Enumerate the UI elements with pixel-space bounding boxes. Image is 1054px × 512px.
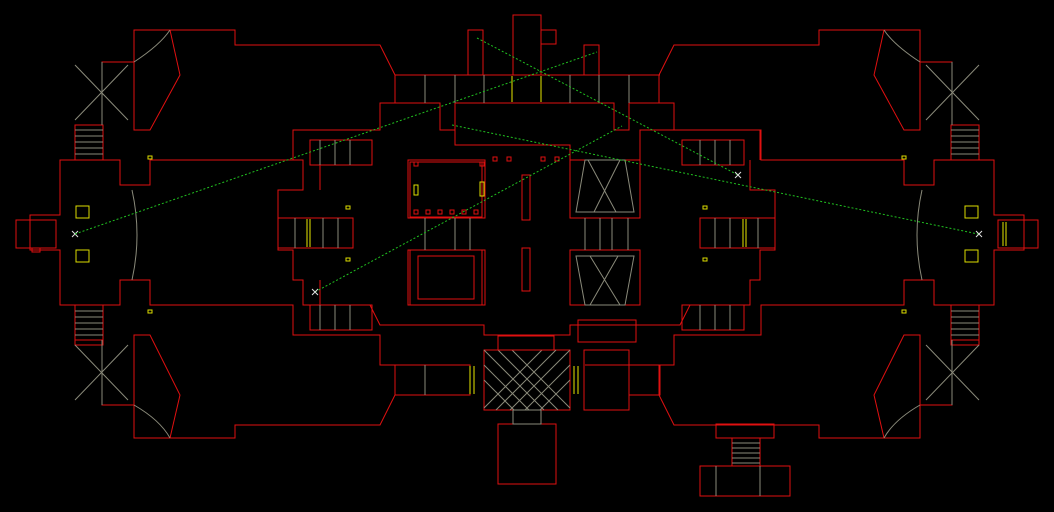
central-hall-inner xyxy=(319,159,486,306)
right-wing xyxy=(658,29,1039,439)
center-left-stair-room-inner xyxy=(417,255,475,300)
right-item-box-top xyxy=(964,205,979,219)
hall-left-room-top-steps xyxy=(319,140,351,165)
left-wing xyxy=(15,29,396,439)
top-tower xyxy=(512,14,542,76)
left-lower-stairs xyxy=(74,304,104,346)
center-right-bottom-crossing xyxy=(575,255,635,306)
top-corridor-door xyxy=(511,76,542,102)
top-left-pillar xyxy=(467,29,484,76)
teleport-line-c xyxy=(451,124,979,235)
bottom-exit-inner xyxy=(715,466,761,496)
hall-left-item-a xyxy=(345,205,351,210)
left-lower-stair-steps xyxy=(75,310,103,336)
hall-left-door-block xyxy=(277,217,354,249)
bottom-right-small xyxy=(577,319,637,343)
hall-left-room-top xyxy=(309,139,373,166)
mid-right-x-icon xyxy=(734,171,742,179)
left-upper-stair-steps xyxy=(75,129,103,155)
mid-left-x-icon xyxy=(311,288,319,296)
center-pillar-upper xyxy=(521,174,531,221)
center-left-chamber xyxy=(409,161,483,218)
center-right-bottom-room xyxy=(569,249,641,306)
hall-right-room-bottom-steps xyxy=(699,305,731,330)
central-complex xyxy=(277,14,791,497)
right-upper-room xyxy=(873,29,921,131)
left-small-item-a xyxy=(147,155,153,160)
left-lower-crossing xyxy=(74,340,129,405)
center-left-chamber-item-b xyxy=(479,181,485,197)
center-left-chamber-item xyxy=(413,184,419,196)
hall-right-item-a xyxy=(702,205,708,210)
right-entry-doors xyxy=(1002,222,1007,246)
hall-right-room-bottom xyxy=(681,304,745,331)
left-lower-room xyxy=(133,334,181,439)
left-upper-arc xyxy=(133,29,171,63)
right-small-item-a xyxy=(901,155,907,160)
left-item-box-top xyxy=(75,205,90,219)
teleport-lines xyxy=(74,37,979,293)
left-entry-switch xyxy=(31,247,41,253)
bottom-right-block xyxy=(583,349,630,411)
hall-left-door-steps xyxy=(294,218,339,248)
center-left-lower-steps xyxy=(424,218,471,250)
center-right-mid-steps xyxy=(584,218,629,250)
hall-right-room-top xyxy=(681,139,745,166)
right-lower-room xyxy=(873,334,921,439)
bottom-exit-stairs xyxy=(731,437,761,467)
top-right-pillar xyxy=(583,44,600,76)
hall-right-item-b xyxy=(702,257,708,262)
hall-left-doors xyxy=(306,219,311,247)
hall-right-door-block xyxy=(699,217,776,249)
center-left-stair-room xyxy=(409,249,483,306)
hall-right-room-top-steps xyxy=(699,140,731,165)
cross-room-doors xyxy=(469,366,579,394)
left-lower-arc xyxy=(133,404,171,439)
left-wing-outer-wall xyxy=(29,29,396,439)
teleport-line-a xyxy=(74,51,598,235)
right-hall-curve xyxy=(916,189,923,281)
top-tower-switch xyxy=(540,29,557,45)
bottom-center-room xyxy=(497,423,557,485)
hall-left-room-bottom-steps xyxy=(319,305,351,330)
right-lower-stair-steps xyxy=(951,310,979,336)
teleport-line-b xyxy=(476,37,739,176)
right-wing-outer-wall xyxy=(658,29,1025,439)
hall-left-item-b xyxy=(345,257,351,262)
left-upper-room xyxy=(133,29,181,131)
bottom-corridor-steps xyxy=(424,365,630,395)
right-lower-crossing xyxy=(925,340,980,405)
right-entry-nub xyxy=(997,219,1039,249)
right-upper-crossing xyxy=(925,62,980,125)
bottom-exit-corridor xyxy=(715,423,775,439)
cross-room-lattice xyxy=(483,349,571,411)
hall-right-doors xyxy=(742,219,747,247)
left-small-item-b xyxy=(147,309,153,314)
cross-room-top-step xyxy=(497,335,555,351)
right-upper-arc xyxy=(883,29,921,63)
right-lower-arc xyxy=(883,404,921,439)
center-right-top-crossing xyxy=(575,159,635,213)
right-lower-stairs xyxy=(950,304,980,346)
hall-left-room-bottom xyxy=(309,304,373,331)
right-small-item-b xyxy=(901,309,907,314)
top-corridor xyxy=(395,74,660,131)
bottom-exit-steps xyxy=(732,442,760,464)
left-upper-crossing xyxy=(74,62,129,125)
center-pillar-lower xyxy=(521,247,531,292)
top-corridor-steps xyxy=(424,75,630,103)
center-left-chamber-pillars xyxy=(413,156,560,215)
right-item-box-bottom xyxy=(964,249,979,263)
right-upper-stair-steps xyxy=(951,129,979,155)
cross-room xyxy=(483,349,571,411)
bottom-center-steps xyxy=(512,409,542,425)
left-entry-nub xyxy=(15,219,57,249)
left-hall-curve xyxy=(131,189,138,281)
left-item-box-bottom xyxy=(75,249,90,263)
teleport-line-d xyxy=(314,125,623,293)
right-teleport-x-icon xyxy=(975,230,983,238)
hall-right-door-steps xyxy=(714,218,759,248)
bottom-exit-room xyxy=(699,465,791,497)
